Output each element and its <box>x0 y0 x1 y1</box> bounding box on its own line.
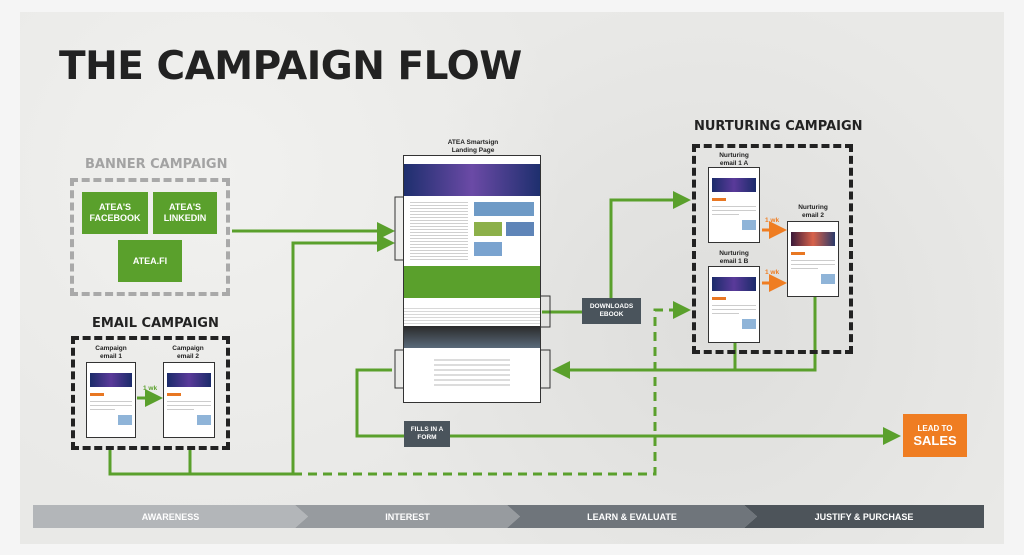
campaign-email-2-label: Campaign email 2 <box>172 345 204 360</box>
landing-page-label: ATEA Smartsign Landing Page <box>447 139 499 154</box>
nurturing-email-1a-thumbnail <box>708 167 760 243</box>
stage-learn-evaluate-label: LEARN & EVALUATE <box>587 511 677 522</box>
campaign-email-1-thumbnail <box>86 362 136 438</box>
nurturing-email-2-thumbnail <box>787 221 839 297</box>
lead-line-1: LEAD TO <box>917 423 953 433</box>
nurturing-email-1b-thumbnail <box>708 266 760 343</box>
page-title: THE CAMPAIGN FLOW <box>59 44 522 89</box>
email-campaign-label: EMAIL CAMPAIGN <box>92 316 219 331</box>
nurturing-email-2-label: Nurturing email 2 <box>798 204 828 219</box>
email-delay-label: 1 wk <box>143 385 158 392</box>
nurturing-campaign-label: NURTURING CAMPAIGN <box>694 119 863 134</box>
stage-learn-evaluate: LEARN & EVALUATE <box>507 505 757 528</box>
email-campaign-box <box>71 336 230 450</box>
lead-to-sales-box: LEAD TO SALES <box>903 414 967 457</box>
nurturing-delay-b-label: 1 wk <box>765 269 780 276</box>
fills-form-tag: FILLS IN A FORM <box>404 421 450 447</box>
tile-facebook: ATEA'S FACEBOOK <box>82 192 148 234</box>
stage-awareness: AWARENESS <box>33 505 308 528</box>
nurturing-email-1b-label: Nurturing email 1 B <box>719 250 749 265</box>
funnel-stage-bar: AWARENESS INTEREST LEARN & EVALUATE JUST… <box>33 505 984 528</box>
stage-justify-purchase-label: JUSTIFY & PURCHASE <box>814 511 914 522</box>
tile-linkedin: ATEA'S LINKEDIN <box>153 192 217 234</box>
nurturing-campaign-box <box>692 144 853 354</box>
nurturing-delay-a-label: 1 wk <box>765 217 780 224</box>
stage-interest: INTEREST <box>295 505 520 528</box>
stage-awareness-label: AWARENESS <box>141 511 200 522</box>
campaign-email-2-thumbnail <box>163 362 215 438</box>
banner-campaign-label: BANNER CAMPAIGN <box>85 157 228 172</box>
lead-line-2: SALES <box>913 432 957 448</box>
downloads-ebook-tag: DOWNLOADS EBOOK <box>582 298 641 324</box>
stage-interest-label: INTEREST <box>385 511 430 522</box>
campaign-email-1-label: Campaign email 1 <box>95 345 127 360</box>
stage-justify-purchase: JUSTIFY & PURCHASE <box>744 505 984 528</box>
landing-page-thumbnail <box>403 155 541 403</box>
banner-campaign-box <box>70 178 230 296</box>
nurturing-email-1a-label: Nurturing email 1 A <box>719 152 749 167</box>
tile-atea-fi: ATEA.FI <box>118 240 182 282</box>
